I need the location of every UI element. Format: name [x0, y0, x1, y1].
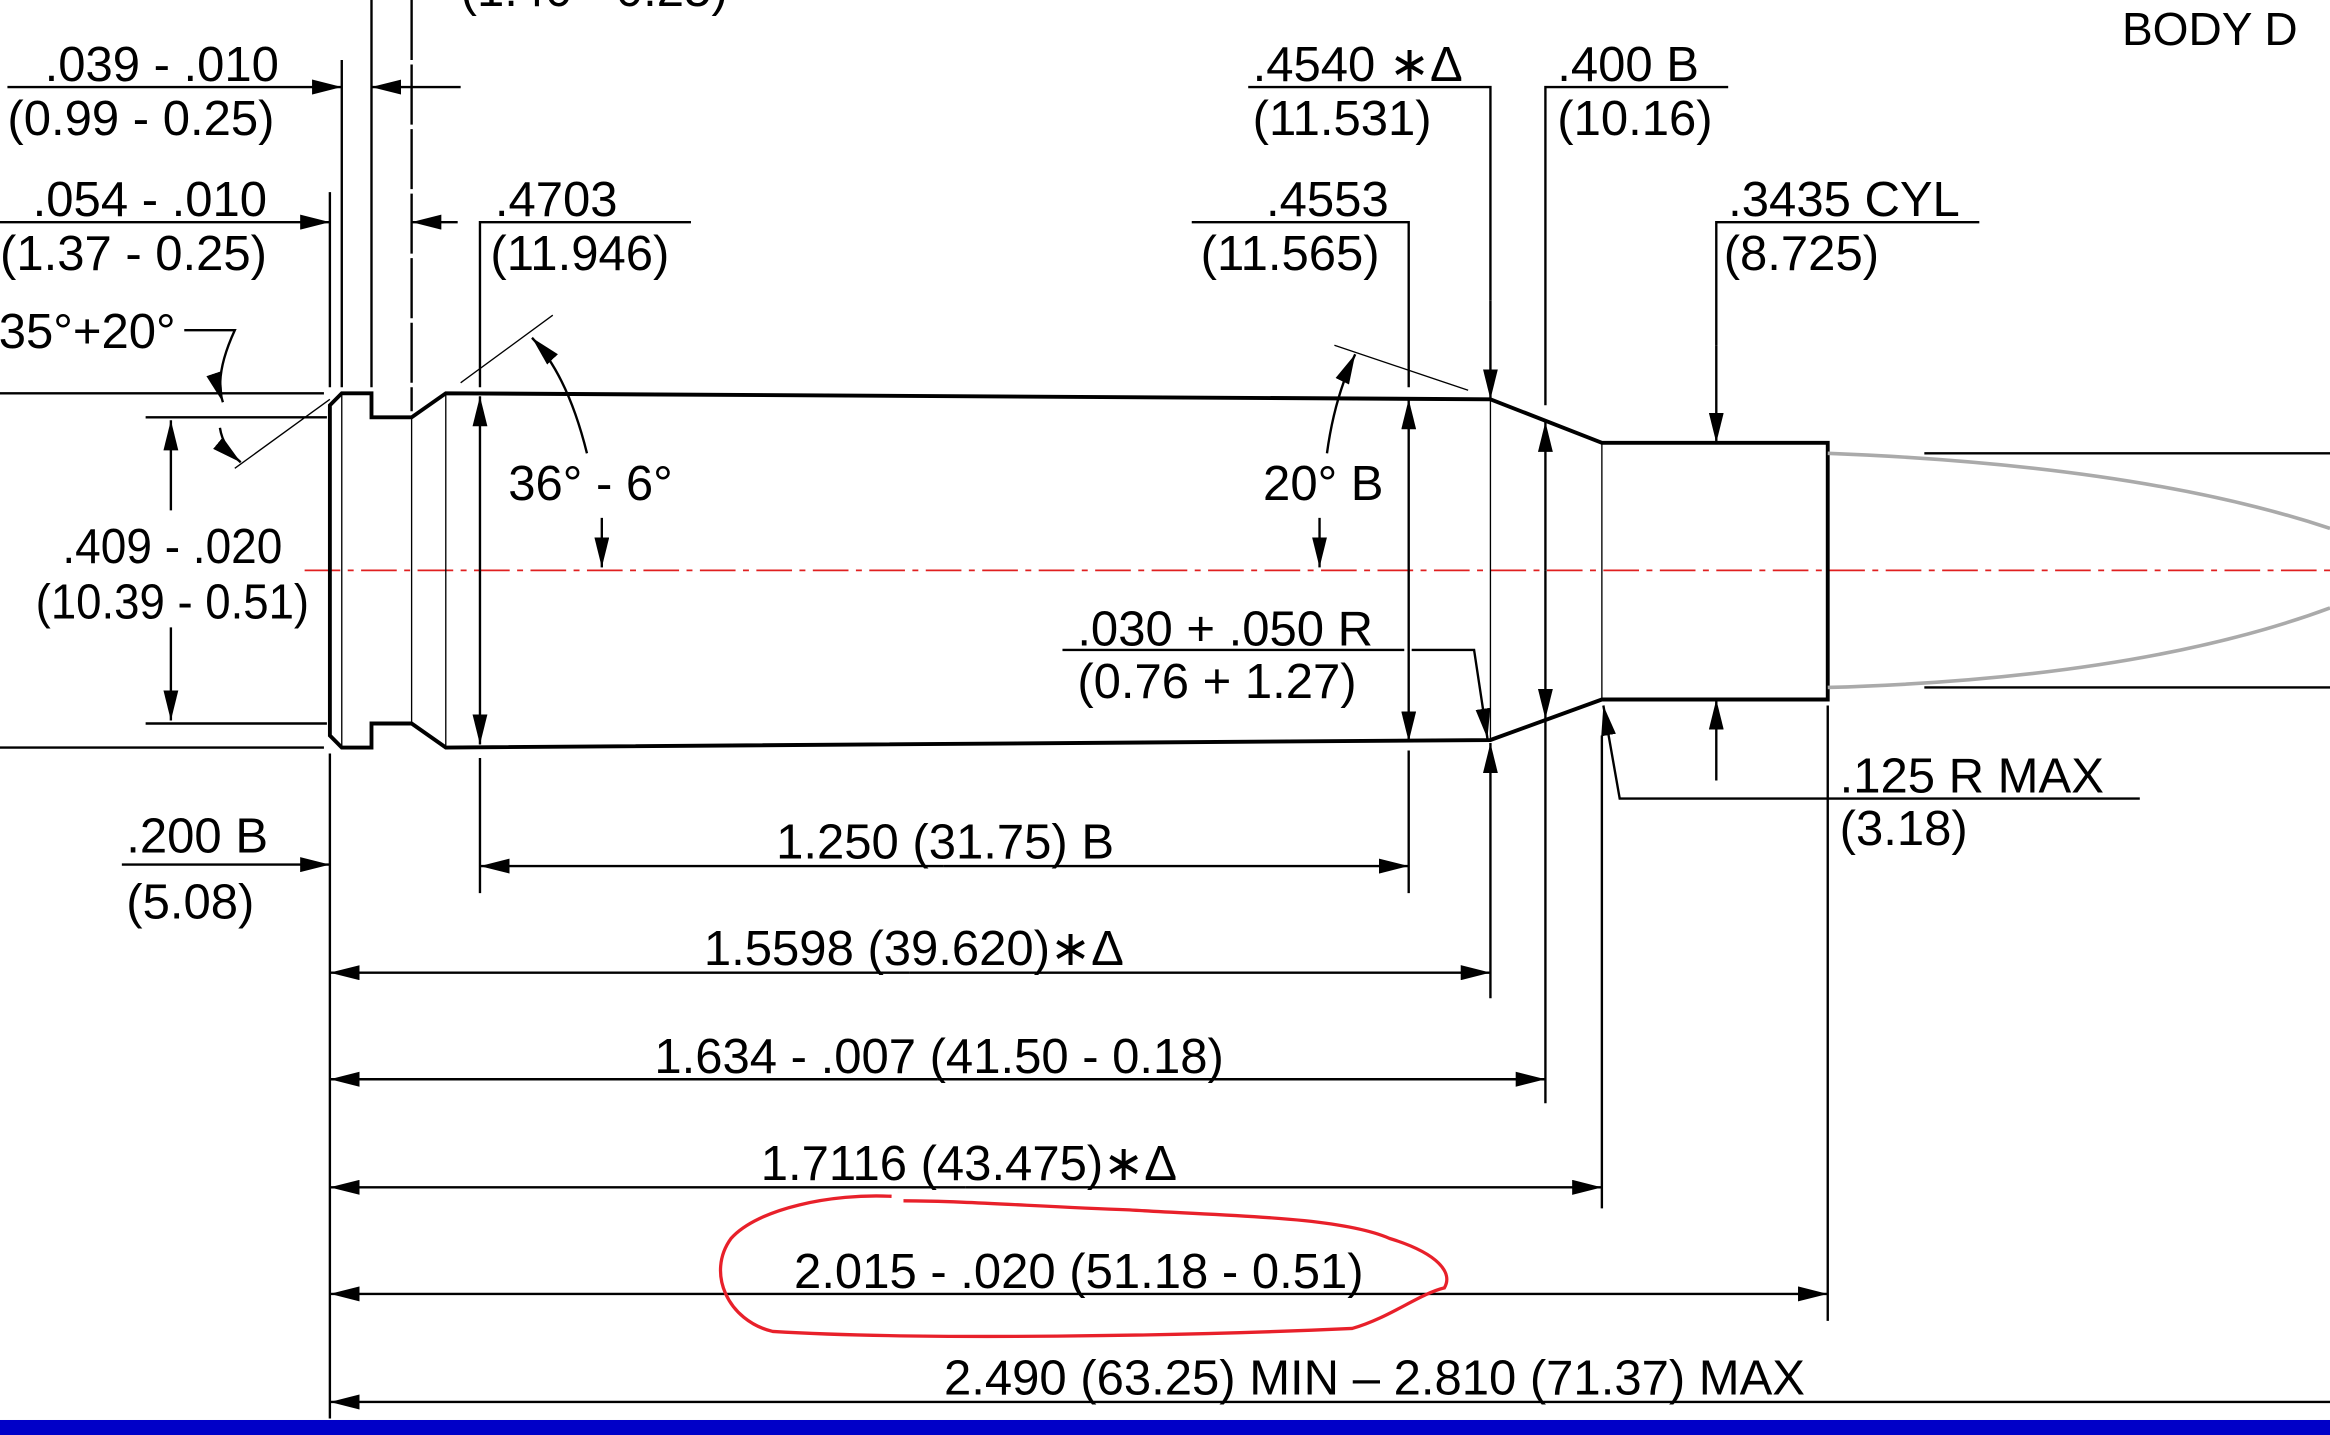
- shoulder-radius-in: .030 + .050 R: [1077, 601, 1373, 656]
- shoulder-dia-mm: (11.531): [1253, 91, 1432, 146]
- base-dia-mm: (11.946): [490, 226, 669, 281]
- dim-mouth-radius: .125 R MAX (3.18): [1601, 705, 2140, 856]
- shoulder-length-label: 1.5598 (39.620)∗Δ: [704, 921, 1124, 976]
- groove-angle-label: .35°+20°: [0, 304, 176, 359]
- dim-neck-length: 1.7116 (43.475)∗Δ: [329, 1136, 1602, 1195]
- dim-neck-ref: .400 B (10.16): [1537, 37, 1729, 720]
- mouth-radius-in: .125 R MAX: [1840, 748, 2104, 803]
- dim-neck-dia: .3435 CYL (8.725): [1708, 172, 1980, 781]
- neck-dia-in: .3435 CYL: [1728, 172, 1960, 227]
- neck-start-label: 1.634 - .007 (41.50 - 0.18): [654, 1029, 1224, 1084]
- mouth-radius-mm: (3.18): [1840, 801, 1968, 856]
- base-ref-mm: (5.08): [126, 874, 254, 929]
- red-annotation-circle: [719, 1194, 1449, 1339]
- shoulder-angle-label: 20° B: [1263, 456, 1383, 511]
- case-length-label: 2.015 - .020 (51.18 - 0.51): [794, 1244, 1364, 1299]
- dim-groove-dia: .409 - .020 (10.39 - 0.51): [36, 420, 309, 721]
- dim-base-angle: 36° - 6°: [460, 314, 673, 568]
- neck-ref-in: .400 B: [1557, 37, 1699, 92]
- neck-ref-mm: (10.16): [1557, 91, 1712, 146]
- body-dia-in: .4553: [1266, 172, 1389, 227]
- top-cut-label: (1.40 - 0.25): [461, 0, 728, 17]
- body-dia-mm: (11.565): [1201, 226, 1380, 281]
- neck-dia-mm: (8.725): [1724, 226, 1879, 281]
- dim-overall-length: 2.490 (63.25) MIN – 2.810 (71.37) MAX: [329, 1350, 2330, 1410]
- dim-base-dia: .4703 (11.946): [472, 172, 691, 745]
- rim-thickness-mm: (0.99 - 0.25): [7, 91, 274, 146]
- body-length-label: 1.250 (31.75) B: [776, 814, 1114, 869]
- bottom-bar: [0, 1419, 2330, 1435]
- dim-shoulder-angle: 20° B: [1263, 344, 1469, 568]
- base-dia-in: .4703: [495, 172, 618, 227]
- bullet-outline: [1827, 451, 2330, 690]
- groove-width-mm: (1.37 - 0.25): [0, 226, 267, 281]
- groove-dia-mm: (10.39 - 0.51): [36, 574, 309, 629]
- groove-dia-in: .409 - .020: [62, 519, 282, 574]
- body-title-partial: BODY D: [2122, 3, 2298, 55]
- neck-length-label: 1.7116 (43.475)∗Δ: [761, 1136, 1177, 1191]
- dim-base-ref: .200 B (5.08): [121, 808, 330, 930]
- dim-case-length: 2.015 - .020 (51.18 - 0.51): [329, 1244, 1828, 1302]
- dim-body-dia: .4553 (11.565): [1191, 172, 1417, 742]
- dim-shoulder-length: 1.5598 (39.620)∗Δ: [329, 921, 1491, 981]
- dim-body-length: 1.250 (31.75) B: [479, 814, 1409, 874]
- rim-thickness-in: .039 - .010: [45, 37, 279, 92]
- base-ref-in: .200 B: [126, 808, 268, 863]
- shoulder-dia-in: .4540 ∗Δ: [1253, 37, 1463, 92]
- dim-groove-width: .054 - .010 (1.37 - 0.25): [0, 172, 458, 281]
- extension-lines: [0, 0, 1829, 1419]
- dim-shoulder-dia: .4540 ∗Δ (11.531): [1248, 37, 1498, 400]
- groove-width-in: .054 - .010: [33, 172, 267, 227]
- shoulder-radius-mm: (0.76 + 1.27): [1077, 654, 1356, 709]
- dim-shoulder-radius: .030 + .050 R (0.76 + 1.27): [1062, 601, 1498, 781]
- dim-neck-start: 1.634 - .007 (41.50 - 0.18): [329, 1029, 1546, 1087]
- case-outline: [327, 391, 1830, 750]
- base-angle-label: 36° - 6°: [508, 456, 673, 511]
- dim-rim-thickness: .039 - .010 (0.99 - 0.25): [7, 37, 461, 146]
- dim-groove-angle: .35°+20°: [0, 304, 331, 469]
- overall-length-label: 2.490 (63.25) MIN – 2.810 (71.37) MAX: [944, 1350, 1805, 1405]
